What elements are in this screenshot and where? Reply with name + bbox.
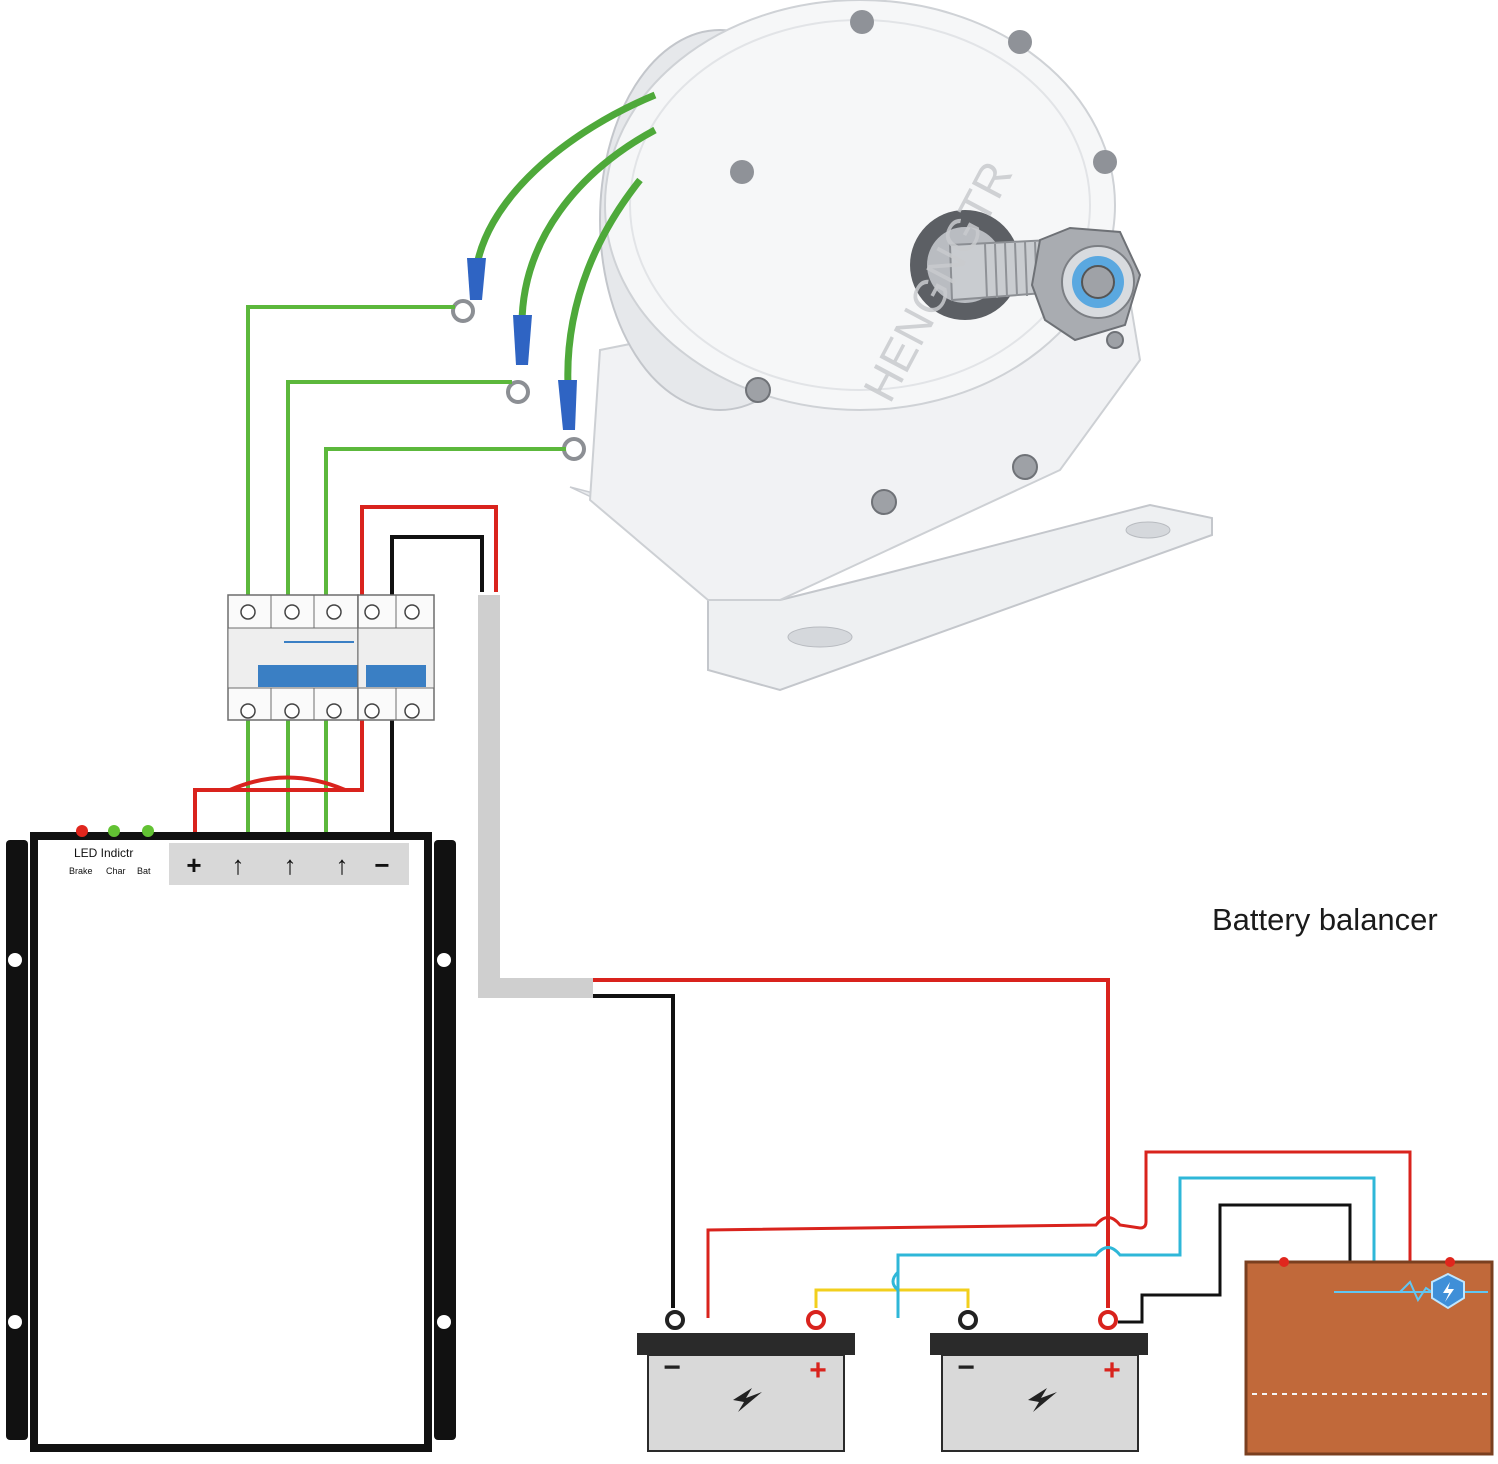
breaker-handle — [258, 665, 358, 687]
plate-screw — [1106, 331, 1124, 349]
face-bolt-hole — [730, 160, 754, 184]
battery-lid — [930, 1333, 1148, 1355]
generator-lead-3 — [564, 177, 643, 386]
led-label-bat: Bat — [137, 866, 151, 876]
led-indicator-bat — [142, 825, 154, 837]
generator-lead-1 — [471, 91, 657, 281]
battery-minus-label: − — [957, 1351, 975, 1384]
led-label-brake: Brake — [69, 866, 93, 876]
series-link-wire — [814, 1288, 970, 1308]
charge-controller: +↑↑↑− — [6, 825, 456, 1452]
face-bolt-hole — [1093, 150, 1117, 174]
wind-generator: HENGNGTR — [451, 0, 1213, 692]
led-indicator-brake — [76, 825, 88, 837]
breaker-screw-icon — [364, 703, 380, 719]
breaker-screw-icon — [364, 604, 380, 620]
circuit-breaker-3-pole — [227, 594, 359, 721]
ring-terminal — [506, 315, 532, 404]
plate-screw — [1012, 454, 1038, 480]
breaker-screw-icon — [240, 703, 256, 719]
balancer-terminal — [1279, 1257, 1289, 1267]
face-bolt-hole — [1008, 30, 1032, 54]
lightning-icon — [733, 1388, 762, 1412]
balancer-negative-wire — [1118, 1203, 1352, 1324]
battery-negative-post — [665, 1310, 685, 1330]
mount-hole — [437, 953, 451, 967]
breaker-handle — [366, 665, 426, 687]
balancer-midpoint-wire — [896, 1176, 1376, 1318]
terminal-symbol: ↑ — [232, 850, 245, 880]
breaker-screw-icon — [284, 604, 300, 620]
battery-balancer-title: Battery balancer — [1212, 902, 1438, 937]
breaker-screw-icon — [404, 703, 420, 719]
terminal-symbol: + — [186, 850, 201, 880]
battery-2: − + — [930, 1310, 1148, 1452]
breaker-screw-icon — [284, 703, 300, 719]
battery-plus-label: + — [1103, 1354, 1121, 1387]
balancer-pulse-wave — [1399, 1280, 1433, 1303]
controller-flange-left — [6, 840, 28, 1440]
battery-positive-post — [1098, 1310, 1118, 1330]
wire-crossover-hop — [891, 1270, 900, 1292]
mount-hole — [8, 953, 22, 967]
controller-body — [30, 832, 432, 1452]
shaft-thread — [984, 241, 1038, 299]
led-indicator-char — [108, 825, 120, 837]
generator-lead-2 — [518, 126, 657, 331]
terminal-symbol: ↑ — [284, 850, 297, 880]
lightning-icon — [1028, 1388, 1057, 1412]
breaker-screw-icon — [326, 604, 342, 620]
face-bolt-hole — [850, 10, 874, 34]
negative-wire-battery — [593, 994, 675, 1308]
balancer-positive-wire — [706, 1150, 1412, 1318]
foot-slot-left — [787, 626, 853, 648]
ac-wires — [246, 305, 566, 832]
terminal-symbol: ↑ — [336, 850, 349, 880]
circuit-breaker-2-pole — [357, 594, 435, 721]
battery-minus-label: − — [663, 1351, 681, 1384]
battery-plus-label: + — [809, 1354, 827, 1387]
terminal-symbols: +↑↑↑− — [186, 850, 389, 880]
led-indicators — [76, 825, 154, 837]
battery-balancer — [1244, 1257, 1494, 1456]
ac-wire-phase-1 — [246, 305, 455, 832]
foot-slot-right — [1125, 521, 1171, 539]
terminal-strip — [169, 843, 409, 885]
cable-sheath — [478, 595, 593, 998]
generator-front-face — [604, 0, 1116, 411]
ring-terminal — [451, 258, 486, 323]
balancer-bolt-icon — [1443, 1282, 1454, 1302]
led-indicator-title: LED Indictr — [74, 846, 134, 860]
wire-crossover-hop — [229, 775, 346, 792]
breaker-screw-icon — [326, 703, 342, 719]
breaker-screw-icon — [240, 604, 256, 620]
breaker-screw-icon — [404, 604, 420, 620]
battery-positive-post — [806, 1310, 826, 1330]
plate-screw — [745, 377, 771, 403]
nut-bore — [1081, 265, 1115, 299]
battery-1: − + — [637, 1310, 855, 1452]
terminal-symbol: − — [374, 850, 389, 880]
battery-negative-post — [958, 1310, 978, 1330]
mount-hole — [8, 1315, 22, 1329]
plate-screw — [871, 489, 897, 515]
led-label-char: Char — [106, 866, 126, 876]
battery-lid — [637, 1333, 855, 1355]
positive-wire-battery — [593, 978, 1110, 1308]
balancer-terminal — [1445, 1257, 1455, 1267]
controller-flange-right — [434, 840, 456, 1440]
mount-hole — [437, 1315, 451, 1329]
